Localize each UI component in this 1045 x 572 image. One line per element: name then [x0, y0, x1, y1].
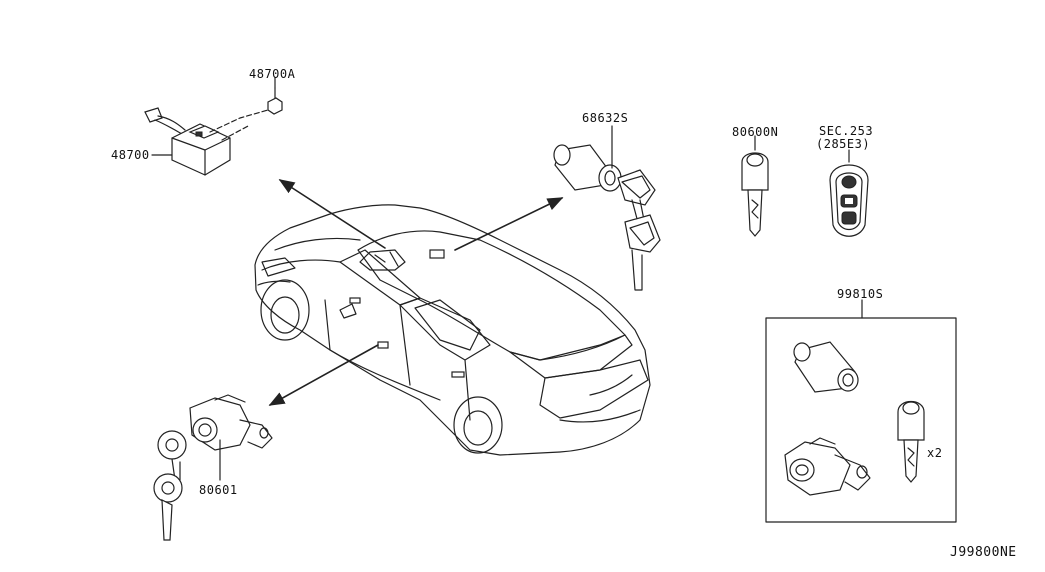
part-label-68632S: 68632S: [582, 111, 629, 125]
arrow-to-68632S: [454, 197, 564, 251]
part-label-99810S: 99810S: [837, 287, 884, 301]
kit-99810S-box: [765, 317, 957, 523]
door-lock-80601-illustration: [153, 394, 273, 541]
kit-cylinder-illustration: [793, 341, 859, 393]
quantity-label: x2: [927, 446, 943, 460]
diagram-id: J99800NE: [950, 545, 1017, 560]
kit-lock-assembly-illustration: [784, 437, 871, 496]
cylinder-68632S-illustration: [553, 144, 661, 291]
part-label-80600N: 80600N: [732, 125, 779, 139]
part-label-48700A: 48700A: [249, 67, 296, 81]
arrow-to-80601: [268, 344, 379, 406]
section-ref-line2: (285E3): [816, 137, 871, 151]
section-ref-line1: SEC.253: [819, 124, 874, 138]
module-48700-illustration: [144, 77, 283, 176]
kit-key-illustration: [897, 400, 925, 483]
key-80600N-illustration: [741, 152, 769, 237]
part-label-80601: 80601: [199, 483, 238, 497]
intelligent-key-illustration: [829, 164, 869, 237]
sedan-illustration: [254, 204, 651, 456]
part-label-48700: 48700: [111, 148, 150, 162]
arrow-to-48700: [278, 179, 386, 249]
